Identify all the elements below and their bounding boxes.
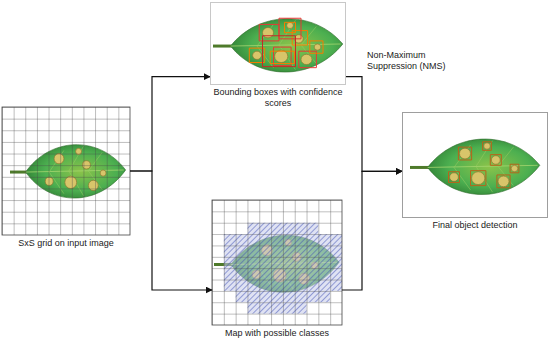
boxed-leaf bbox=[213, 18, 343, 72]
input-leaf bbox=[2, 107, 130, 235]
panel-caption: Bounding boxes with confidence scores bbox=[205, 87, 351, 109]
edge-label: Non-Maximum Suppression (NMS) bbox=[366, 50, 463, 72]
connector-arrow bbox=[342, 171, 402, 290]
connector-arrow bbox=[130, 77, 210, 171]
grid-panel: SxS grid on input image bbox=[2, 107, 130, 235]
class-map bbox=[212, 200, 342, 325]
panel-caption: SxS grid on input image bbox=[0, 238, 136, 249]
detected-leaf bbox=[410, 139, 540, 194]
panel-caption: Map with possible classes bbox=[206, 328, 348, 339]
connector-arrow bbox=[130, 171, 212, 290]
grid-panel: Map with possible classes bbox=[212, 200, 342, 325]
image-panel: Final object detection bbox=[402, 112, 548, 218]
panel-caption: Final object detection bbox=[397, 220, 550, 231]
connector-arrow bbox=[346, 77, 402, 172]
image-panel: Bounding boxes with confidence scores bbox=[210, 2, 346, 85]
